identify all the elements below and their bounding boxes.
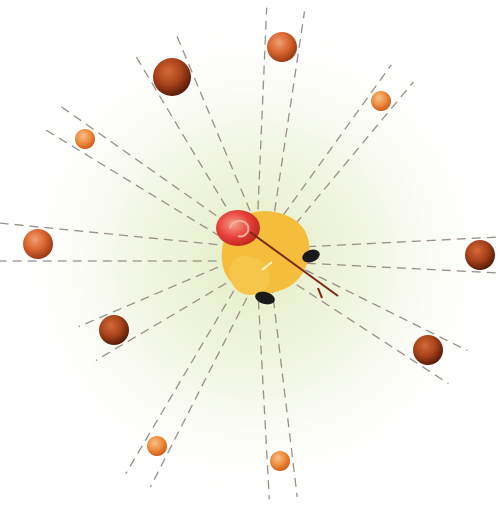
- outer-sphere: [99, 315, 129, 345]
- red-nucleus: [216, 210, 260, 246]
- outer-sphere: [371, 91, 391, 111]
- outer-sphere: [75, 129, 95, 149]
- outer-sphere: [267, 32, 297, 62]
- outer-sphere: [270, 451, 290, 471]
- outer-sphere: [147, 436, 167, 456]
- outer-sphere: [153, 58, 191, 96]
- outer-sphere: [23, 229, 53, 259]
- outer-sphere: [413, 335, 443, 365]
- outer-sphere: [465, 240, 495, 270]
